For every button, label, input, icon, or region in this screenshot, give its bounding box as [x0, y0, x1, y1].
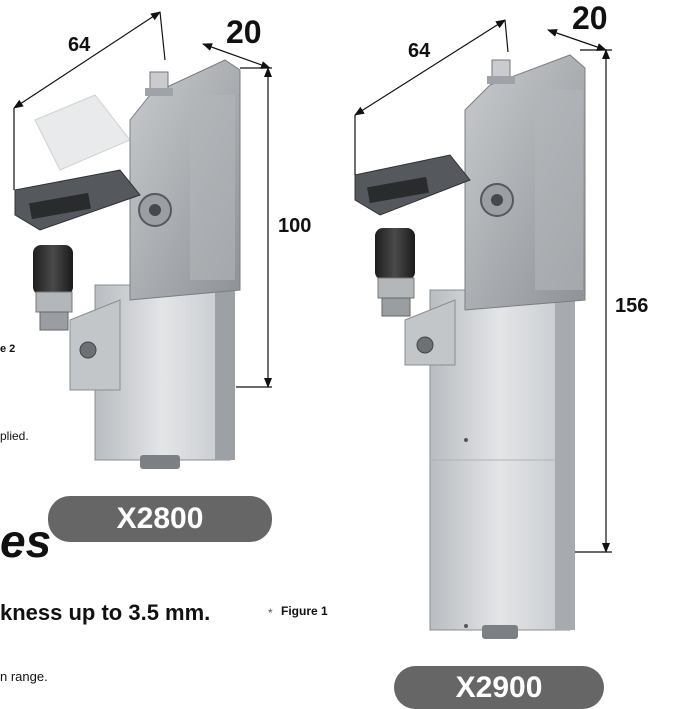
applied-text: plied.	[0, 429, 29, 443]
x2800-width-label: 64	[68, 34, 91, 56]
x2900-clamp-drawing	[354, 54, 586, 639]
range-text: n range.	[0, 669, 48, 684]
x2800-clamp-drawing	[14, 59, 241, 469]
figure1-marker: *	[268, 606, 273, 620]
x2800-depth-label: 20	[226, 14, 262, 50]
thickness-spec-line: kness up to 3.5 mm.	[0, 600, 211, 625]
model-badge-x2800: X2800	[48, 496, 272, 542]
x2900-height-label: 156	[615, 295, 649, 317]
x2900-width-label: 64	[408, 40, 431, 62]
figure2-reference: e 2	[0, 343, 16, 355]
x2800-height-label: 100	[278, 215, 312, 237]
x2800-dimension-lines	[13, 11, 272, 388]
x2900-dimension-lines	[354, 19, 612, 553]
x2900-depth-label: 20	[572, 0, 608, 36]
model-badge-x2900: X2900	[394, 666, 604, 709]
section-heading-fragment: es	[0, 515, 52, 567]
figure1-reference: Figure 1	[281, 604, 328, 618]
